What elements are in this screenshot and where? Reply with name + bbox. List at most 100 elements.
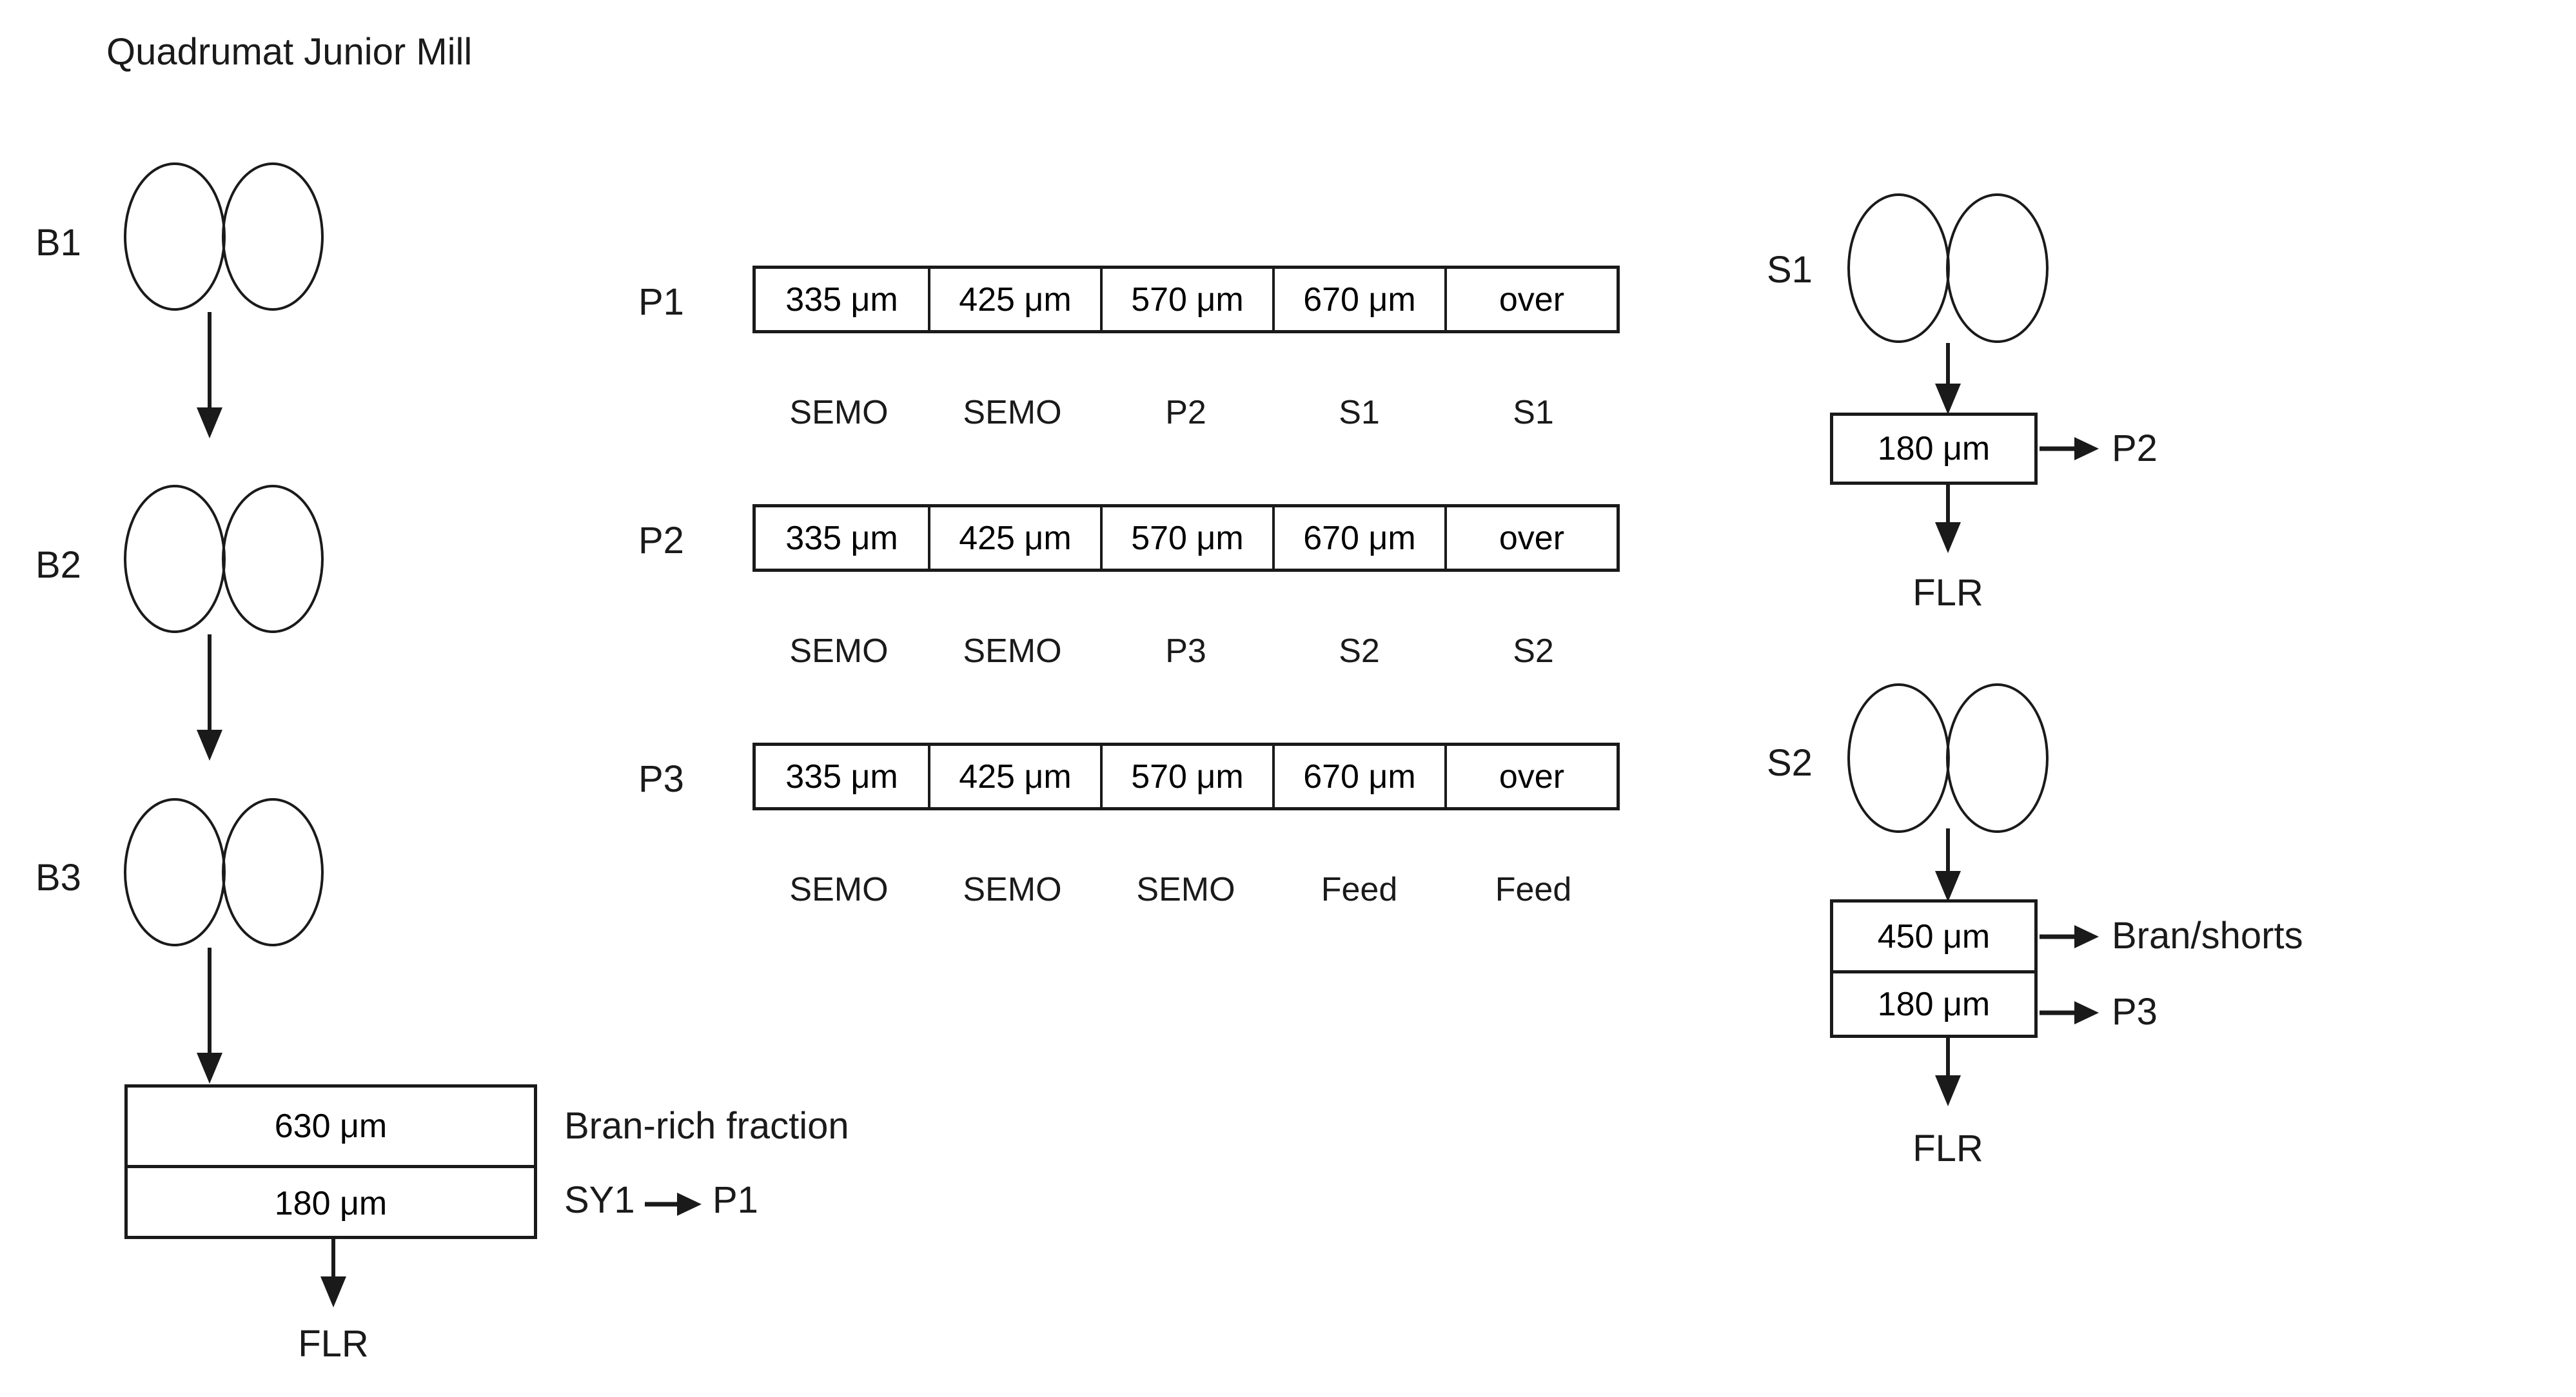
cell-aperture: 570 μm — [1131, 280, 1244, 318]
output-label-p3: P3 — [2112, 991, 2158, 1033]
output-label-sy1: SY1 — [564, 1179, 635, 1221]
cell-aperture: over — [1499, 757, 1565, 796]
roller-right-icon — [222, 485, 324, 633]
roller-left-icon — [124, 485, 226, 633]
destination-label: Feed — [1321, 871, 1398, 908]
page-title: Quadrumat Junior Mill — [106, 31, 473, 73]
output-label-p1-target: P1 — [713, 1179, 758, 1221]
cell-aperture: over — [1499, 519, 1565, 557]
roller-pair-s2 — [1847, 683, 2049, 833]
roller-left-icon — [124, 162, 226, 311]
destination-label: S2 — [1513, 632, 1554, 670]
sieve-row-180: 180 μm — [128, 1165, 534, 1239]
purifier-cell: 335 μm — [756, 269, 928, 330]
destination-label: SEMO — [963, 394, 1062, 431]
cell-aperture: 335 μm — [785, 757, 898, 796]
break-stage-label-b3: B3 — [35, 857, 81, 899]
arrow-b1-to-b2 — [171, 312, 248, 441]
destination-label: P3 — [1165, 632, 1206, 670]
purifier-cell: 425 μm — [927, 746, 1100, 807]
output-label-p2: P2 — [2112, 427, 2158, 469]
arrow-break-sieve-to-flr — [295, 1239, 372, 1310]
purifier-cell: 570 μm — [1099, 746, 1272, 807]
roller-pair-b2 — [124, 485, 324, 633]
purifier-cell: 670 μm — [1272, 746, 1444, 807]
cell-aperture: 570 μm — [1131, 519, 1244, 557]
arrow-s2-to-sieve — [1909, 828, 1987, 904]
purifier-cell: 425 μm — [927, 269, 1100, 330]
purifier-cell: over — [1444, 507, 1617, 569]
destination-label: SEMO — [1136, 871, 1235, 908]
destination-label: SEMO — [789, 394, 889, 431]
roller-right-icon — [222, 162, 324, 311]
cell-aperture: 670 μm — [1303, 757, 1416, 796]
cell-aperture: 425 μm — [959, 757, 1072, 796]
sieve-row-180: 180 μm — [1833, 970, 2034, 1035]
sieve-aperture-label: 450 μm — [1877, 917, 1991, 955]
purifier-cell: 570 μm — [1099, 507, 1272, 569]
sieve-row-450: 450 μm — [1833, 903, 2034, 970]
output-label-bran-rich: Bran-rich fraction — [564, 1105, 849, 1147]
reduction-stage-label-s1: S1 — [1767, 249, 1813, 291]
sieve-aperture-label: 180 μm — [274, 1185, 388, 1222]
sieve-row-630: 630 μm — [128, 1088, 534, 1165]
purifier-table-p1: 335 μm 425 μm 570 μm 670 μm over — [752, 266, 1620, 333]
purifier-cell: over — [1444, 269, 1617, 330]
arrow-s2-to-bran-shorts — [2040, 924, 2101, 950]
purifier-cell: 335 μm — [756, 746, 928, 807]
destination-label: SEMO — [789, 632, 889, 670]
arrow-s2-sieve-to-flr — [1909, 1038, 1987, 1109]
arrow-b3-to-sieve — [171, 948, 248, 1086]
roller-right-icon — [222, 798, 324, 946]
purifier-cell: 425 μm — [927, 507, 1100, 569]
reduction-stage-label-s2: S2 — [1767, 742, 1813, 784]
roller-left-icon — [124, 798, 226, 946]
arrow-sy1-to-p1 — [645, 1191, 703, 1217]
output-label-flr-s1: FLR — [1912, 572, 1983, 614]
roller-right-icon — [1946, 193, 2049, 343]
purifier-table-p3: 335 μm 425 μm 570 μm 670 μm over — [752, 743, 1620, 810]
break-stage-label-b1: B1 — [35, 222, 81, 264]
destination-label: S1 — [1513, 394, 1554, 431]
purifier-label-p3: P3 — [638, 758, 684, 800]
roller-right-icon — [1946, 683, 2049, 833]
destination-label: P2 — [1165, 394, 1206, 431]
roller-pair-s1 — [1847, 193, 2049, 343]
output-label-flr-s2: FLR — [1912, 1128, 1983, 1169]
cell-aperture: 670 μm — [1303, 519, 1416, 557]
destination-label: S2 — [1339, 632, 1380, 670]
break-stage-label-b2: B2 — [35, 544, 81, 586]
purifier-cell: 670 μm — [1272, 269, 1444, 330]
roller-pair-b3 — [124, 798, 324, 946]
output-label-flr-break: FLR — [298, 1323, 369, 1365]
arrow-b2-to-b3 — [171, 634, 248, 763]
break-sieve-stack: 630 μm 180 μm — [124, 1084, 537, 1239]
purifier-cell: 670 μm — [1272, 507, 1444, 569]
cell-aperture: 425 μm — [959, 519, 1072, 557]
purifier-label-p1: P1 — [638, 281, 684, 323]
cell-aperture: 570 μm — [1131, 757, 1244, 796]
destination-label: SEMO — [963, 871, 1062, 908]
destination-label: Feed — [1495, 871, 1572, 908]
sieve-row-180: 180 μm — [1833, 416, 2034, 482]
destination-label: SEMO — [963, 632, 1062, 670]
purifier-cell: 335 μm — [756, 507, 928, 569]
cell-aperture: 670 μm — [1303, 280, 1416, 318]
purifier-cell: 570 μm — [1099, 269, 1272, 330]
roller-left-icon — [1847, 683, 1950, 833]
purifier-table-p2: 335 μm 425 μm 570 μm 670 μm over — [752, 504, 1620, 572]
destination-label: S1 — [1339, 394, 1380, 431]
cell-aperture: 335 μm — [785, 280, 898, 318]
output-label-bran-shorts: Bran/shorts — [2112, 915, 2303, 957]
sieve-aperture-label: 180 μm — [1877, 430, 1991, 467]
arrow-s1-to-sieve — [1909, 343, 1987, 417]
purifier-label-p2: P2 — [638, 520, 684, 562]
roller-pair-b1 — [124, 162, 324, 311]
reduction-sieve-stack-s2: 450 μm 180 μm — [1830, 899, 2038, 1038]
sieve-aperture-label: 630 μm — [274, 1108, 388, 1145]
purifier-cell: over — [1444, 746, 1617, 807]
cell-aperture: 425 μm — [959, 280, 1072, 318]
arrow-s1-sieve-to-flr — [1909, 485, 1987, 556]
arrow-s1-to-p2 — [2040, 436, 2101, 462]
